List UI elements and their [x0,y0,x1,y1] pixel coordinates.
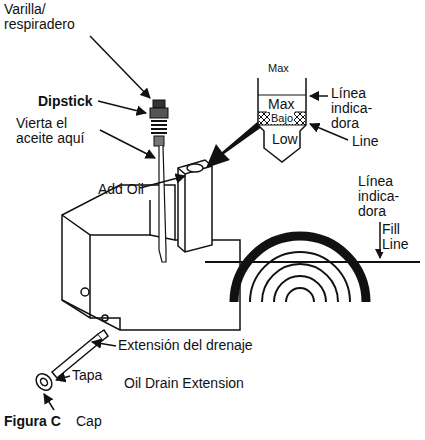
level-mark: Max [268,62,308,74]
instruction: Vierta el aceite aquí [16,116,100,146]
part-name: Varilla/ respiradero [4,2,104,32]
part-name: Dipstick [38,94,108,109]
part-name: Oil Drain Extension [124,376,284,391]
part-name: Line [352,134,392,149]
pointer-arrow [206,118,266,168]
part-name: Cap [76,414,116,429]
engine-block [62,185,240,330]
figure-caption: Figura C [4,414,74,429]
part-name: Línea indica- dora [331,86,389,131]
level-mark: Low [271,132,299,147]
leader-lines [44,36,380,410]
part-name: Tapa [72,368,112,383]
level-mark: Bajo [270,112,294,124]
oil-fill-tube [178,160,212,252]
fill-line-rings [234,236,366,302]
fill-line [205,261,420,263]
level-mark: Max [267,97,295,112]
part-name: Extensión del drenaje [118,338,288,353]
drain-extension [33,330,108,393]
part-name: Línea indica- dora [358,174,418,219]
instruction: Add Oil [98,182,158,197]
dipstick-tip-inset [258,78,306,162]
part-name: Fill Line [381,222,425,252]
